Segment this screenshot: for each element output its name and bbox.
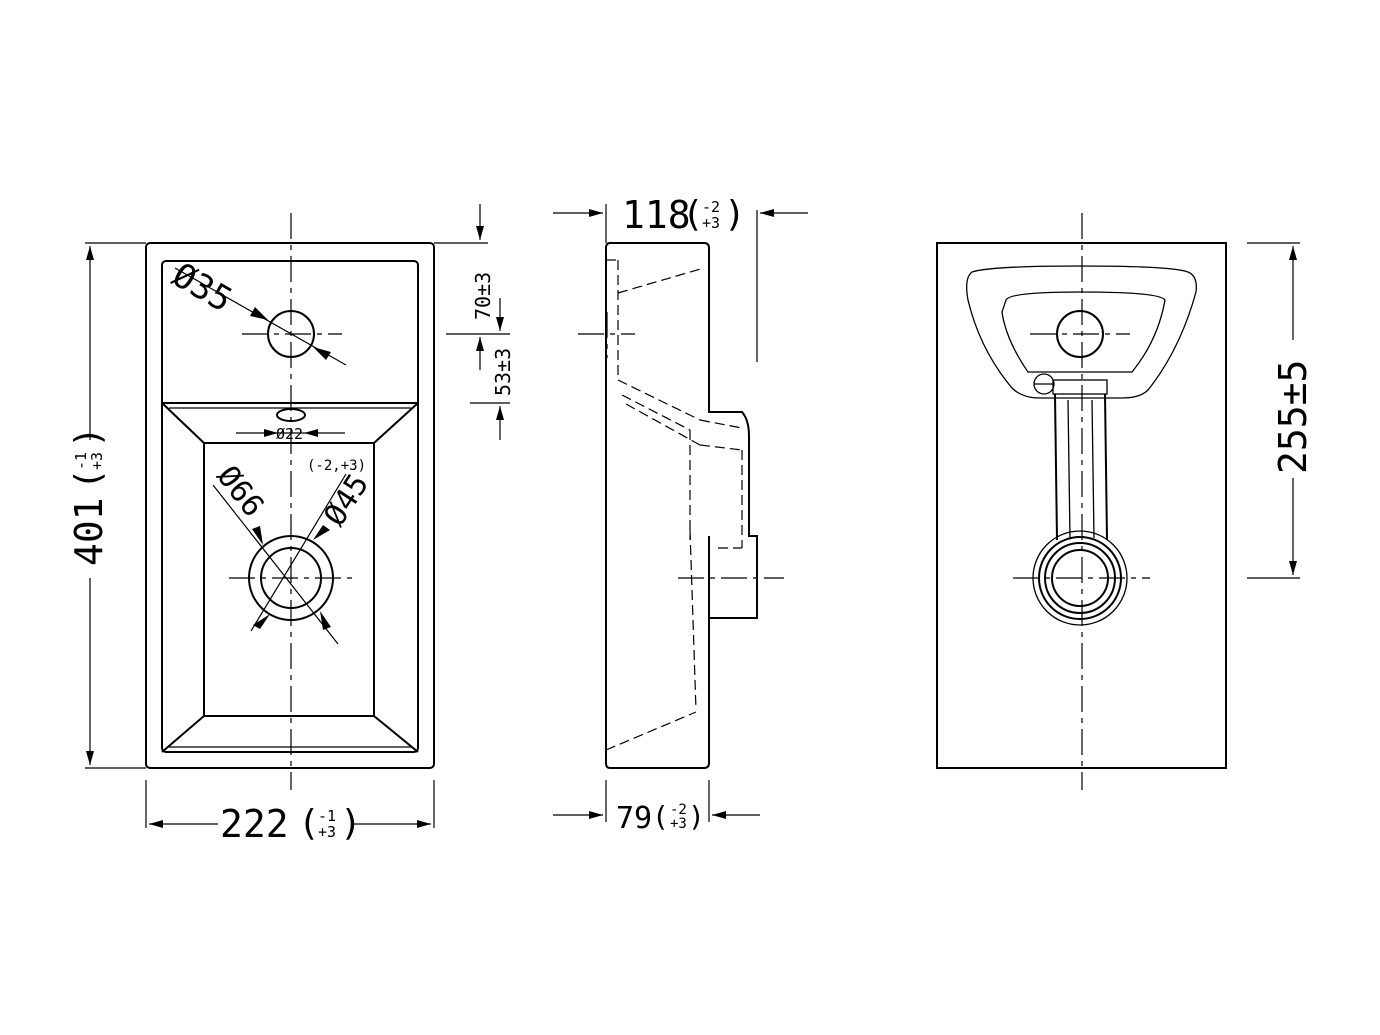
svg-text:): ) [688,800,705,833]
svg-text:(: ( [298,803,320,844]
svg-text:): ) [68,426,109,448]
overflow-hole [276,408,306,422]
dim-lip-depth-tol-upper: -2 [670,802,687,818]
dim-depth-tol-lower: +3 [702,214,720,232]
dim-overall-width: 222 [220,802,289,846]
dim-waste-tolerance: (-2,+3) [307,458,366,474]
dim-overall-width-tol-lower: +3 [318,823,336,841]
svg-text:(: ( [652,800,669,833]
rear-tap-deck [966,265,1197,399]
bowl-floor [203,442,375,717]
dim-overall-height: 401 [67,497,111,566]
front-deck-inner [161,260,419,753]
dim-overall-height-tol-upper: -1 [72,452,90,470]
waste-outer [248,535,334,621]
dim-depth: 118 [622,193,691,237]
dim-depth-tol-upper: -2 [702,198,720,216]
dim-waste-inner-diameter: Ø45 [317,468,376,533]
tap-hole [267,310,315,358]
rear-view: 255±5 [936,213,1315,790]
front-view: Ø35 Ø22 (-2,+3) Ø66 Ø45 401 ( -1 +3 ) 22… [67,204,515,846]
side-outline [605,242,758,769]
dim-tap-hole-to-bowl: 53±3 [491,348,515,396]
waste-inner [260,547,322,609]
dim-lip-depth-tol-lower: +3 [670,816,687,832]
svg-text:): ) [340,803,362,844]
svg-text:): ) [724,194,746,235]
dim-waste-outer-diameter: Ø66 [210,459,271,523]
svg-text:(: ( [682,194,704,235]
front-outline [145,242,435,769]
svg-text:(: ( [68,468,109,490]
dim-overall-height-tol-lower: +3 [88,452,106,470]
dim-tap-to-waste: 255±5 [1271,360,1315,474]
rear-outline [936,242,1227,769]
dim-tap-hole-diameter: Ø35 [166,255,239,320]
side-view: 118 ( -2 +3 ) 79 ( -2 +3 ) [553,193,808,836]
dim-overflow-diameter: Ø22 [276,425,303,443]
dim-lip-depth: 79 [616,801,652,836]
dim-tap-hole-offset: 70±3 [471,272,495,320]
dim-overall-width-tol-upper: -1 [318,807,336,825]
